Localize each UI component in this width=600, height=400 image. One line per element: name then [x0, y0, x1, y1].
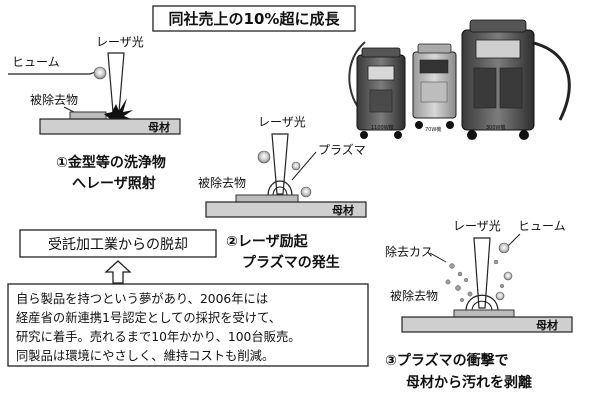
description-line2: 経産省の新連携1号認定としての採択を受けて、	[16, 310, 281, 325]
stage2-puff-3	[300, 186, 312, 198]
machine-70w: 70W機	[412, 43, 457, 133]
stage2-deposit-label: 被除去物	[198, 175, 246, 190]
stage2-caption-line1: ②レーザ励起	[226, 233, 309, 250]
stage3-caption-line1: ③プラズマの衝撃で	[385, 352, 509, 369]
stage3-plasma-arc-inner	[471, 300, 493, 312]
up-arrow-icon	[104, 260, 132, 284]
stage3-laser-beam	[473, 237, 491, 309]
description-box: 自ら製品を持つという夢があり、2006年には 経産省の新連携1号認定としての採択…	[7, 283, 369, 367]
callout-box	[19, 229, 217, 258]
stage1-deposit-label: 被除去物	[30, 92, 78, 107]
machine-label-1: 1100W機	[371, 124, 394, 131]
stage2-laser-label: レーザ光	[258, 115, 306, 129]
stage1-caption-line1: ①金型等の洗浄物	[56, 154, 166, 171]
stage2-plasma-leader	[291, 151, 317, 181]
description-line1: 自ら製品を持つという夢があり、2006年には	[16, 291, 268, 306]
stage2-diagram: レーザ光 プラズマ 被除去物 母材 ②レーザ励起 プラズマの発生	[198, 115, 367, 271]
stage1-base-label: 母材	[148, 120, 170, 134]
stage1-laser-beam	[107, 52, 125, 113]
stage2-plasma-arc-outer	[267, 180, 293, 197]
stage2-base-plate	[205, 201, 367, 218]
stage1-laser-label: レーザ光	[96, 35, 144, 49]
description-line4: 同製品は環境にやさしく、維持コストも削減。	[16, 348, 274, 363]
stage2-caption-line2: プラズマの発生	[242, 254, 340, 271]
stage3-fume-label: ヒューム	[518, 219, 566, 233]
stage1-deposit-layer	[69, 111, 107, 120]
machine-1100w: 1100W機	[356, 47, 406, 139]
stage3-puff-2	[503, 271, 513, 281]
stage3-puff-3	[495, 291, 505, 301]
stage2-puff-1	[257, 150, 271, 164]
stage1-caption-line2: へレーザ照射	[72, 175, 156, 192]
machine-label-3: 300W機	[486, 124, 506, 131]
machine-300w: 300W機	[461, 19, 535, 140]
callout: 受託加工業からの脱却	[19, 229, 217, 284]
stage1-fume-leader	[8, 69, 101, 75]
stage3-deposit-label: 被除去物	[390, 288, 438, 303]
stage2-laser-beam	[271, 133, 289, 195]
stage2-deposit-layer	[235, 194, 299, 203]
stage1-diagram: ヒューム レーザ光 被除去物 母材 ①金型等の洗浄物 へレーザ照射	[8, 35, 181, 192]
stage1-spark-burst	[104, 98, 134, 122]
stage3-debris	[445, 259, 505, 303]
stage3-base-plate	[401, 316, 573, 333]
headline-box: 同社売上の10%超に成長	[152, 5, 356, 32]
stage3-fume-leader	[507, 233, 521, 247]
machine-label-2: 70W機	[425, 126, 441, 133]
stage3-base-label: 母材	[536, 318, 558, 332]
stage2-puff-2	[291, 161, 301, 171]
callout-title: 受託加工業からの脱却	[48, 237, 188, 253]
stage3-laser-label: レーザ光	[453, 219, 501, 233]
stage3-removed-gas-label: 除去カス	[385, 244, 433, 259]
stage1-base-plate	[39, 118, 181, 135]
stage2-plasma-arc-inner	[272, 186, 288, 197]
stage2-base-label: 母材	[332, 203, 354, 217]
headline: 同社売上の10%超に成長	[169, 10, 341, 28]
stage1-fume-label: ヒューム	[12, 55, 60, 69]
stage3-fume-puff	[498, 242, 510, 254]
stage3-plasma-arc-outer	[465, 294, 499, 312]
machine-photo: 1100W機 70W機 300W機	[348, 19, 571, 140]
stage3-removed-gas-leader	[429, 252, 447, 263]
description-line3: 研究に着手。売れるまで10年かかり、100台販売。	[16, 329, 301, 344]
stage2-plasma-label: プラズマ	[318, 142, 366, 157]
stage1-fume-puff	[93, 66, 107, 80]
stage3-deposit-layer	[453, 309, 515, 318]
stage3-caption-line2: 母材から汚れを剥離	[406, 374, 532, 391]
stage3-diagram: レーザ光 ヒューム 除去カス 被除去物 母材	[385, 219, 573, 391]
